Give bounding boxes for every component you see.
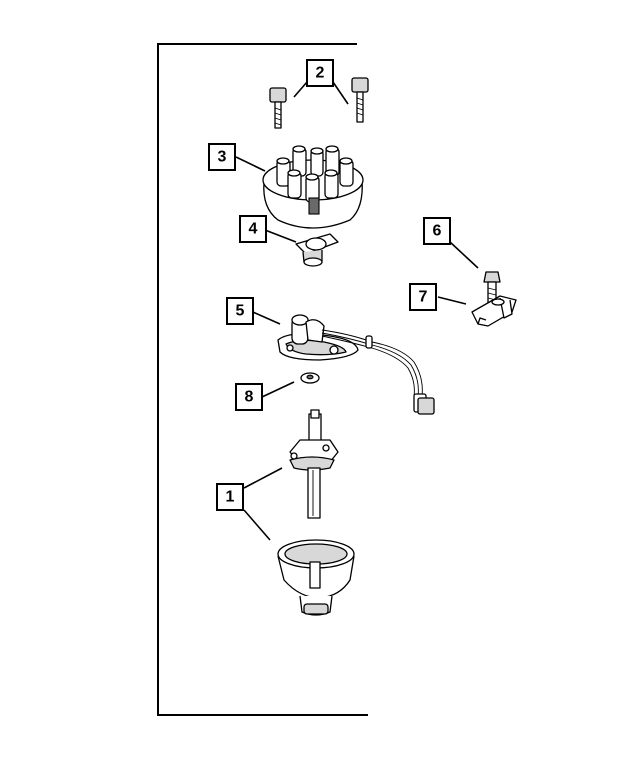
callout-7: 7 [409, 283, 437, 311]
callout-5-label: 5 [236, 303, 245, 320]
part-6-bolt [483, 271, 501, 305]
callout-2: 2 [306, 59, 334, 87]
part-5-pickup-assembly [277, 314, 435, 415]
part-4-rotor [295, 233, 339, 267]
part-2-screws [269, 77, 369, 129]
callout-8-label: 8 [245, 389, 254, 406]
leader-lines [235, 81, 479, 541]
callout-1: 1 [216, 483, 244, 511]
callout-1-label: 1 [226, 489, 235, 506]
callout-5: 5 [226, 297, 254, 325]
callout-8: 8 [235, 383, 263, 411]
callout-6-label: 6 [433, 223, 442, 240]
callout-3: 3 [208, 143, 236, 171]
diagram-frame [157, 43, 368, 716]
part-1-distributor-housing [277, 539, 355, 616]
callout-4: 4 [239, 215, 267, 243]
part-1-distributor-shaft [289, 409, 339, 519]
callout-7-label: 7 [419, 289, 428, 306]
part-8-retainer [300, 372, 320, 384]
callout-6: 6 [423, 217, 451, 245]
callout-4-label: 4 [249, 221, 258, 238]
part-7-clamp [471, 295, 517, 327]
part-3-distributor-cap [262, 145, 364, 229]
callout-2-label: 2 [316, 65, 325, 82]
callout-3-label: 3 [218, 149, 227, 166]
